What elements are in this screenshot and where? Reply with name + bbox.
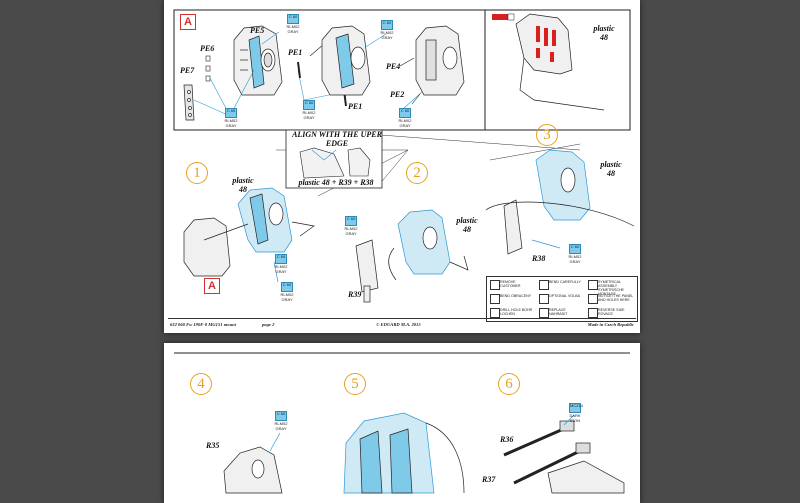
page-footer: 632 060 Fw 190F-8 MG151 mount page 2 © E… xyxy=(168,318,636,329)
step4-assembly xyxy=(223,432,283,494)
legend-item: REMOVE CUSTOMER xyxy=(489,279,537,291)
step6-assembly xyxy=(503,414,625,494)
footer-page-number: page 2 xyxy=(262,322,275,327)
part-label-r36: R36 xyxy=(500,435,514,444)
page1-drawings xyxy=(173,9,635,303)
part-label-pe7: PE7 xyxy=(180,66,195,75)
legend-item: BEND CAREFULLY xyxy=(538,279,586,291)
red-swatch xyxy=(492,14,508,20)
step-number-1: 1 xyxy=(186,162,208,184)
part-label-pe1-b: PE1 xyxy=(348,102,363,111)
part-label-r37: R37 xyxy=(482,475,496,484)
pe7-strip xyxy=(183,84,195,121)
page2-drawings xyxy=(174,352,630,494)
part-label-pe4: PE4 xyxy=(386,62,401,71)
legend-item: SYMETRICAL ASSEMBLY SYMETRISCHE MONTAGE xyxy=(587,279,635,296)
callout-title: ALIGN WITH THE UPER EDGE xyxy=(292,130,382,148)
footer-kit-number: 632 060 Fw 190F-8 MG151 mount xyxy=(170,322,236,327)
legend-item: REVERSE SIDE ROVACE xyxy=(587,307,635,319)
part-label-pe2: PE2 xyxy=(390,90,405,99)
step1-a-badge: A xyxy=(204,278,220,294)
part-label-r39: R39 xyxy=(348,290,362,299)
step1-assembly xyxy=(183,187,315,283)
step-number-6: 6 xyxy=(498,373,520,395)
legend-item: DRILL HOLE BOHR LOCHEN xyxy=(489,307,537,319)
part-label-pe5: PE5 xyxy=(250,26,265,35)
part-label-r35: R35 xyxy=(206,441,220,450)
step-number-2: 2 xyxy=(406,162,428,184)
footer-origin: Made in Czech Republic xyxy=(587,322,634,327)
section-a-badge: A xyxy=(180,14,196,30)
panel-a1 xyxy=(233,25,283,96)
step2-assembly xyxy=(355,209,469,303)
part-label-r38: R38 xyxy=(532,254,546,263)
top-right-panel xyxy=(515,13,605,111)
panel-a2 xyxy=(321,25,371,96)
part-label-pe1: PE1 xyxy=(288,48,303,57)
panel-a3 xyxy=(415,25,465,96)
legend-item: REPLACE NAHRADIT xyxy=(538,307,586,319)
symbol-legend: REMOVE CUSTOMER BEND CAREFULLY SYMETRICA… xyxy=(486,276,638,322)
step-number-4: 4 xyxy=(190,373,212,395)
step-number-5: 5 xyxy=(344,373,366,395)
step-number-3: 3 xyxy=(536,124,558,146)
step5-assembly xyxy=(343,412,465,494)
callout-formula: plastic 48 + R39 + R38 xyxy=(298,178,374,187)
part-label-pe6: PE6 xyxy=(200,44,215,53)
legend-item: OPTIONAL VOLBA xyxy=(538,293,586,305)
legend-item: NOTICE! THE PANEL AND HOLES HERE xyxy=(587,293,635,305)
legend-item: BEND OBRACENY xyxy=(489,293,537,305)
footer-copyright: © EDUARD M.A. 2015 xyxy=(376,322,421,327)
callout-drawing xyxy=(299,147,371,179)
step3-assembly xyxy=(485,149,635,255)
